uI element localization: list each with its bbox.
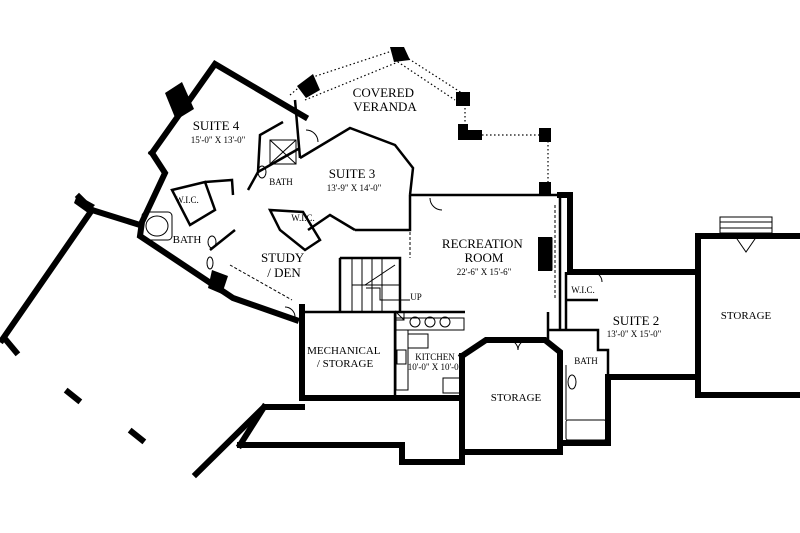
- room-labels: COVERED VERANDA SUITE 4 15'-0" X 13'-0" …: [173, 85, 772, 404]
- garage-outline: [0, 192, 305, 479]
- label-suite-4: SUITE 4: [193, 118, 240, 133]
- dim-suite-2: 13'-0" X 15'-0": [607, 329, 662, 339]
- stair: [339, 257, 410, 313]
- label-kitchen: KITCHEN: [415, 352, 455, 362]
- label-mechanical-storage: MECHANICAL / STORAGE: [307, 345, 383, 370]
- label-suite-3: SUITE 3: [329, 166, 376, 181]
- label-stair-up: UP: [410, 292, 422, 302]
- fixtures: [141, 129, 773, 441]
- exterior-walls: [136, 49, 800, 465]
- label-bath-upper: BATH: [269, 177, 293, 187]
- label-storage-center: STORAGE: [491, 392, 542, 404]
- label-storage-right: STORAGE: [721, 310, 772, 322]
- label-suite-2: SUITE 2: [613, 313, 660, 328]
- label-study-den: STUDY / DEN: [261, 250, 307, 280]
- label-bath-right: BATH: [574, 356, 598, 366]
- label-recreation-room: RECREATION ROOM: [442, 236, 526, 265]
- wall-piers: [74, 47, 552, 294]
- label-wic-suite2: W.I.C.: [571, 285, 594, 295]
- dim-suite-4: 15'-0" X 13'-0": [191, 135, 246, 145]
- label-bath-left: BATH: [173, 234, 202, 246]
- dim-recreation-room: 22'-6" X 15'-6": [457, 267, 512, 277]
- dim-kitchen: 10'-0" X 10'-0": [408, 362, 463, 372]
- dim-suite-3: 13'-9" X 14'-0": [327, 183, 382, 193]
- label-wic-suite4: W.I.C.: [175, 195, 198, 205]
- label-covered-veranda: COVERED VERANDA: [353, 85, 418, 114]
- label-wic-suite3: W.I.C.: [291, 213, 314, 223]
